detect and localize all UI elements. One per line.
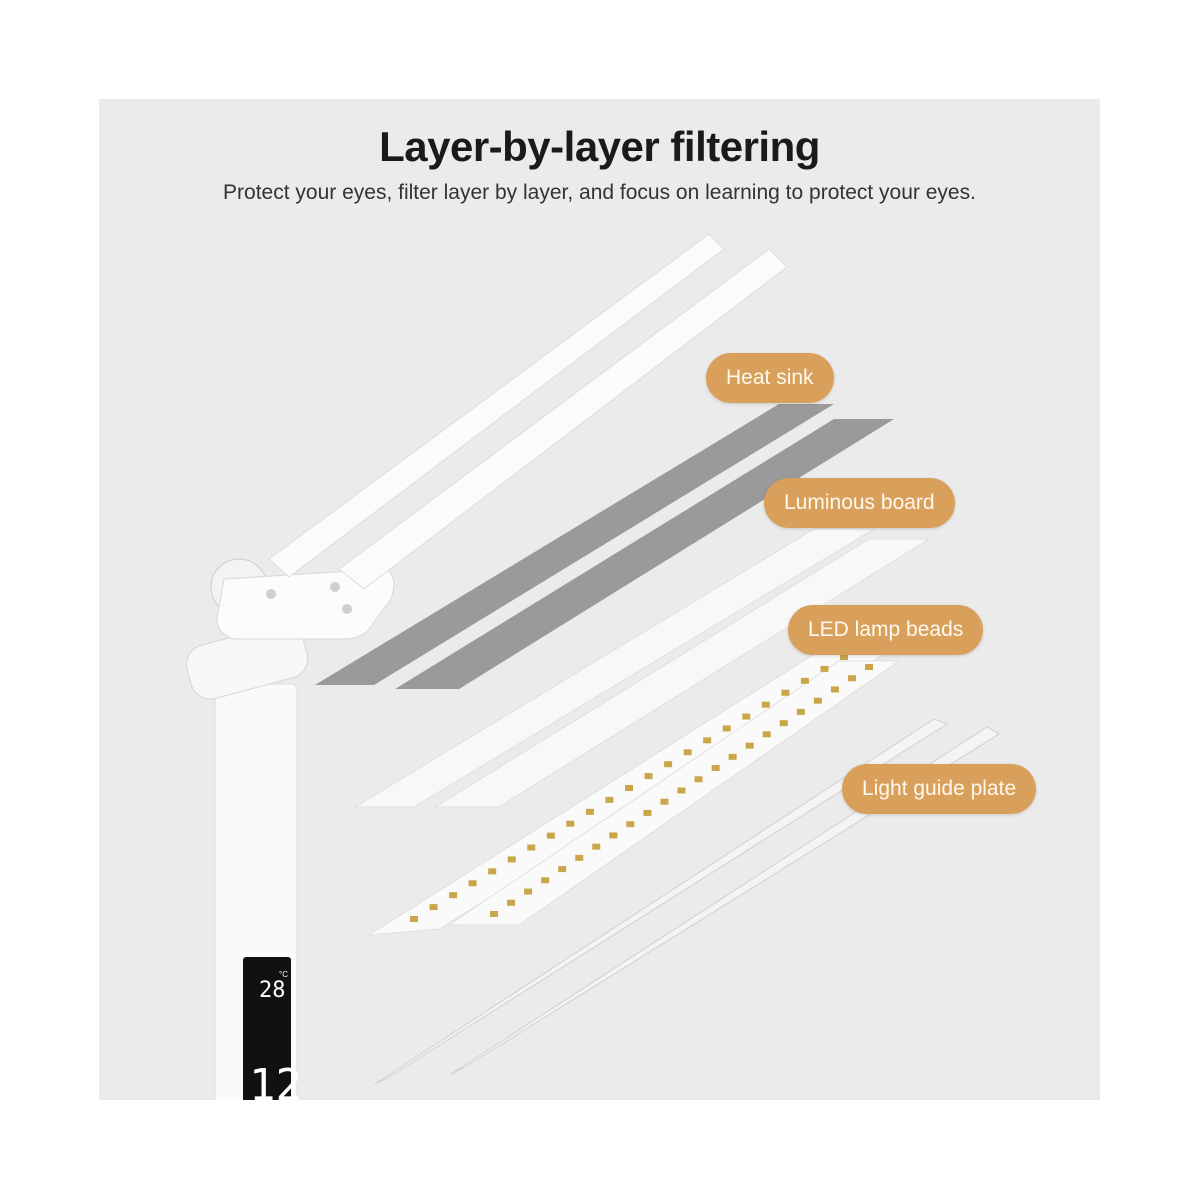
luminous-board-strip [353, 528, 876, 808]
led-bead [429, 904, 438, 911]
lcd-temperature: 28 [259, 978, 286, 1003]
lamp-exploded-illustration: 28 °C 12 [186, 233, 1000, 1100]
led-bead [813, 697, 822, 704]
lamp-head-bar-left [268, 233, 725, 578]
led-bead [546, 832, 555, 839]
product-panel: 28 °C 12 Layer-by-layer filtering Protec… [99, 99, 1100, 1100]
led-bead [683, 749, 692, 756]
led-bead [779, 720, 788, 727]
led-bead [644, 773, 653, 780]
led-bead [609, 832, 618, 839]
led-bead [830, 686, 839, 693]
lamp-head-bar-right [338, 248, 788, 590]
led-bead [507, 856, 516, 863]
led-bead [541, 877, 550, 884]
led-bead [585, 808, 594, 815]
led-bead [703, 737, 712, 744]
label-heat-sink: Heat sink [706, 353, 834, 403]
label-luminous-board: Luminous board [764, 478, 955, 528]
led-bead [742, 713, 751, 720]
lamp-head-plate [216, 568, 395, 640]
led-bead [643, 809, 652, 816]
led-bead [711, 765, 720, 772]
led-bead [660, 798, 669, 805]
label-led-lamp-beads: LED lamp beads [788, 605, 984, 655]
led-bead [592, 843, 601, 850]
led-bead [664, 761, 673, 768]
led-bead [468, 880, 477, 887]
led-bead [558, 866, 567, 873]
led-bead [800, 677, 809, 684]
led-bead [566, 820, 575, 827]
lcd-display [243, 957, 291, 1100]
led-bead [722, 725, 731, 732]
led-bead [762, 731, 771, 738]
led-strip [447, 660, 901, 926]
led-bead [507, 899, 516, 906]
page-title: Layer-by-layer filtering [379, 123, 820, 170]
led-bead [745, 742, 754, 749]
light-guide-plate [450, 726, 1000, 1075]
led-bead [847, 675, 856, 682]
led-bead [728, 753, 737, 760]
led-bead [449, 892, 458, 899]
light-guide-plate [374, 718, 949, 1085]
led-bead [625, 785, 633, 791]
led-bead [490, 911, 498, 917]
led-bead [820, 665, 829, 672]
led-bead [677, 787, 686, 794]
led-bead [694, 776, 703, 783]
led-bead [527, 844, 536, 851]
led-bead [575, 854, 584, 861]
lcd-unit: °C [279, 970, 288, 979]
label-light-guide-plate: Light guide plate [842, 764, 1037, 814]
heat-sink-strip [315, 404, 834, 685]
led-bead [761, 701, 770, 708]
led-bead [781, 689, 790, 696]
led-bead [605, 796, 614, 803]
page-subtitle: Protect your eyes, filter layer by layer… [223, 181, 976, 204]
led-bead [865, 664, 873, 670]
led-bead [488, 868, 497, 875]
led-bead [840, 654, 848, 660]
led-bead [796, 708, 805, 715]
led-bead [524, 888, 533, 895]
led-bead [410, 916, 418, 922]
led-bead [626, 821, 635, 828]
lcd-time: 12 [249, 1060, 302, 1100]
